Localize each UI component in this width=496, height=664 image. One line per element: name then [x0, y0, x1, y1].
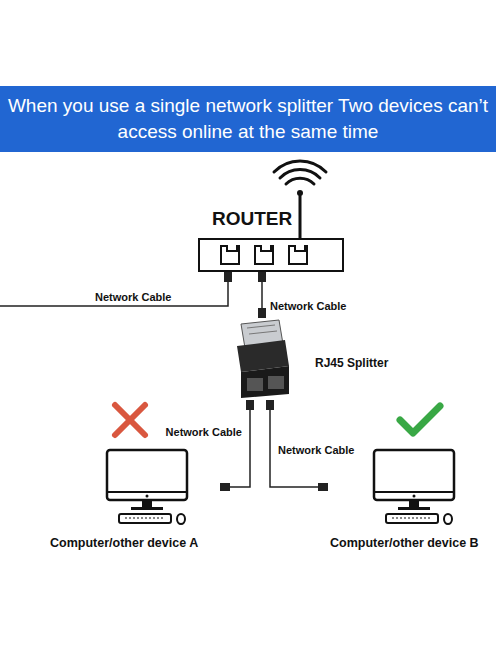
keyboard — [119, 514, 171, 523]
power-dot — [146, 495, 149, 498]
title-text: When you use a single network splitter T… — [6, 93, 490, 145]
network-cable — [220, 400, 250, 487]
plug-contacts — [247, 325, 277, 334]
cable-plug — [266, 400, 274, 410]
cable-label: Network Cable — [93, 291, 173, 304]
computer-icon — [105, 448, 191, 528]
left-cable — [0, 272, 232, 306]
cable-label: Network Cable — [276, 444, 356, 457]
splitter-node: RJ45 Splitter — [222, 318, 402, 400]
keyboard-keys — [125, 518, 165, 519]
monitor-bezel — [374, 491, 454, 493]
monitor-stand — [409, 500, 419, 507]
router-port — [220, 245, 240, 265]
splitter-label: RJ45 Splitter — [315, 356, 388, 370]
device-label: Computer/other device B — [330, 536, 496, 550]
port-tab — [294, 245, 306, 252]
cable-plug — [258, 308, 266, 318]
computer-node: Computer/other device A — [48, 448, 220, 550]
router-port — [254, 245, 274, 265]
monitor-base — [131, 507, 163, 510]
cable-label: Network Cable — [268, 300, 348, 313]
splitter-port — [247, 378, 263, 391]
router-label: ROUTER — [212, 208, 344, 230]
splitter-illustration — [227, 318, 297, 400]
router-node: ROUTER — [198, 208, 344, 272]
keyboard-keys — [392, 518, 432, 519]
cross-mark — [115, 405, 145, 435]
mouse — [177, 514, 185, 524]
cable-label: Network Cable — [164, 426, 244, 439]
power-dot — [413, 495, 416, 498]
computer-node: Computer/other device B — [328, 448, 496, 550]
check-mark — [400, 406, 440, 433]
router-port — [288, 245, 308, 265]
title-banner: When you use a single network splitter T… — [0, 86, 496, 152]
device-label: Computer/other device A — [50, 536, 220, 550]
monitor-bezel — [107, 491, 187, 493]
monitor-stand — [142, 500, 152, 507]
mouse — [444, 514, 452, 524]
cable-plug — [246, 400, 254, 410]
splitter-port — [268, 376, 284, 389]
port-tab — [260, 245, 272, 252]
keyboard — [386, 514, 438, 523]
port-tab — [226, 245, 238, 252]
cable-plug — [258, 272, 266, 282]
router-box — [198, 238, 344, 272]
cable-plug — [220, 483, 230, 491]
splitter-body — [241, 366, 289, 398]
computer-icon — [372, 448, 458, 528]
monitor-screen — [374, 450, 454, 500]
monitor-base — [398, 507, 430, 510]
cable-plug — [318, 483, 328, 491]
monitor-screen — [107, 450, 187, 500]
